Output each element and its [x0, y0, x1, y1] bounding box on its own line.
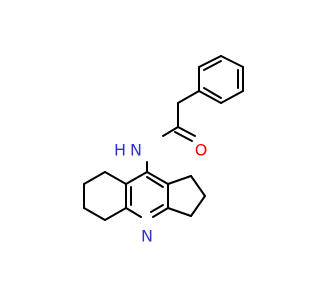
carbonyl-bond [177, 126, 196, 137]
ring-nitrogen-label: N [141, 227, 153, 246]
bond [83, 171, 106, 185]
double-bond-inner [203, 87, 222, 99]
bond [104, 171, 127, 185]
bond [125, 171, 148, 185]
bond [190, 175, 206, 197]
bond [162, 126, 179, 137]
bond [125, 207, 142, 218]
bond [146, 171, 169, 185]
amide-nitrogen-label: N [130, 141, 142, 160]
bond [152, 207, 169, 218]
bond [198, 90, 222, 104]
bond [220, 90, 244, 104]
bond [167, 175, 192, 185]
bond [104, 207, 127, 221]
double-bond-inner [146, 176, 164, 188]
carbonyl-bond [174, 131, 193, 142]
structure-diagram: H N O N [83, 55, 244, 246]
bond [177, 90, 200, 104]
bond [190, 195, 206, 217]
pyridine-ring [125, 171, 169, 218]
bond [167, 207, 192, 217]
double-bond-inner [203, 60, 222, 71]
bond [83, 207, 106, 221]
cyclohexane-ring [83, 171, 127, 221]
acetamide-linker [162, 90, 200, 142]
phenyl-ring [198, 55, 244, 104]
carbonyl-oxygen-label: O [195, 141, 208, 160]
amide-hydrogen-label: H [114, 141, 126, 160]
bond [220, 55, 244, 68]
bond [198, 55, 222, 68]
double-bond-inner [150, 204, 164, 213]
molecule-canvas: H N O N [83, 55, 244, 246]
cyclopentane-ring [167, 175, 206, 217]
